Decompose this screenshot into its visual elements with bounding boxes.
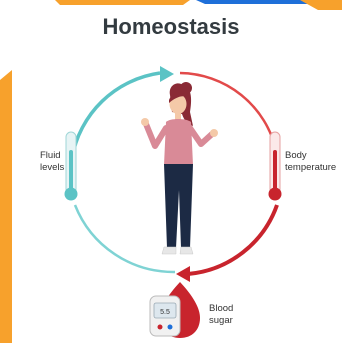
blood-glucose-meter-icon: 5.5 — [150, 282, 200, 338]
woman-illustration — [141, 82, 218, 254]
cycle-arrow-teal-top — [72, 73, 160, 158]
thermometer-red-icon — [269, 132, 282, 201]
label-fluid-levels: Fluid levels — [40, 150, 64, 174]
arrowhead-bottom — [176, 266, 190, 282]
cycle-arrow-teal-bottom — [75, 205, 175, 272]
cycle-arrow-red-bottom — [188, 205, 277, 274]
label-blood-sugar: Blood sugar — [209, 303, 233, 327]
label-body-temperature: Body temperature — [285, 150, 336, 174]
arrowhead-top — [160, 66, 174, 82]
glucometer-reading: 5.5 — [160, 309, 170, 316]
thermometer-blue-icon — [65, 132, 78, 201]
